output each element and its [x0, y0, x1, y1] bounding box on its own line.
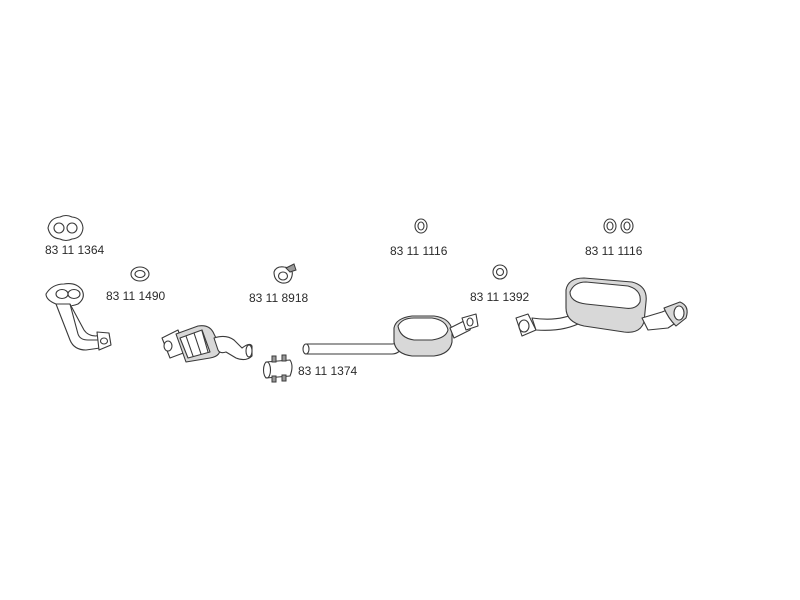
- part-number-rings-rear: 83 11 1116: [585, 244, 643, 258]
- middle-silencer-part[interactable]: [302, 313, 479, 357]
- part-number-gasket: 83 11 1364: [45, 243, 104, 257]
- part-number-ring-middle: 83 11 1116: [390, 244, 448, 258]
- sealing-ring-middle-part[interactable]: [414, 218, 428, 234]
- flange-gasket-part[interactable]: [47, 214, 84, 242]
- part-number-ring-rear: 83 11 1392: [470, 290, 529, 304]
- front-down-pipe-part[interactable]: [45, 283, 112, 351]
- rear-silencer-part[interactable]: [515, 277, 688, 337]
- sealing-ring-rear-part[interactable]: [492, 264, 508, 280]
- part-number-sleeve-clamp: 83 11 1374: [298, 364, 357, 378]
- part-number-clamp: 83 11 8918: [249, 291, 308, 305]
- clamp-part[interactable]: [273, 263, 297, 284]
- sealing-rings-pair-part[interactable]: [603, 218, 634, 234]
- sealing-ring-front-part[interactable]: [130, 266, 150, 282]
- catalytic-converter-part[interactable]: [161, 325, 253, 363]
- sleeve-clamp-part[interactable]: [262, 354, 293, 383]
- part-number-ring-front: 83 11 1490: [106, 289, 165, 303]
